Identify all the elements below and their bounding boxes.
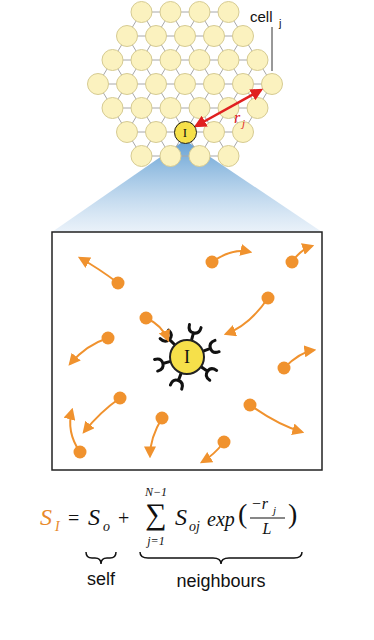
formula-operator: = [68, 508, 79, 528]
fraction-bar [250, 517, 285, 518]
lattice-cell [88, 74, 109, 95]
lattice-cell [131, 98, 152, 119]
ligand-path [80, 258, 118, 283]
formula-bracket: ) [288, 500, 297, 528]
lattice-cell [189, 146, 210, 167]
lattice-cell [131, 2, 152, 23]
ligand-path [84, 398, 120, 432]
lattice-cell [247, 50, 268, 71]
ligand-dot [112, 277, 125, 290]
lattice-cell [131, 50, 152, 71]
lattice-cell [146, 122, 167, 143]
formula-symbol: S [88, 505, 100, 529]
self-brace [86, 552, 116, 564]
lattice-cell [189, 2, 210, 23]
lattice-cell [117, 26, 138, 47]
neighbours-brace [140, 552, 302, 564]
lattice-cell [204, 74, 225, 95]
ligand-path [70, 338, 108, 364]
cell-subscript: j [279, 18, 281, 29]
lattice-cell [102, 98, 123, 119]
ligand-dot [140, 312, 153, 325]
lattice-cell [233, 74, 254, 95]
formula-symbol: −r [251, 496, 268, 512]
zoom-cone [52, 140, 322, 232]
lattice-cell [117, 74, 138, 95]
lattice-cell [131, 146, 152, 167]
lattice-cell [204, 26, 225, 47]
ligand-dot [156, 412, 169, 425]
formula-subscript: o [103, 520, 110, 534]
lattice-cell [189, 50, 210, 71]
distance-arrow [196, 90, 261, 126]
lattice-cell [218, 2, 239, 23]
lattice-cell [204, 122, 225, 143]
formula-operator: + [118, 508, 129, 528]
formula-bracket: ( [238, 500, 247, 528]
formula-subscript: I [55, 520, 60, 534]
ligand-dot [286, 256, 299, 269]
cell-circle: I [174, 121, 197, 144]
lattice-cell [262, 74, 283, 95]
formula-subscript: oj [189, 520, 200, 534]
lattice-cell [233, 26, 254, 47]
ligand-dot [278, 362, 291, 375]
lattice-cell [160, 98, 181, 119]
formula-symbol: S [175, 505, 187, 529]
sum-limit: N−1 [145, 486, 167, 498]
ligand-dot [74, 446, 87, 459]
lattice-cell [175, 26, 196, 47]
ligand-path [250, 405, 302, 432]
distance-label: r [234, 110, 240, 126]
lattice-cell [160, 146, 181, 167]
zoom-box [52, 232, 322, 470]
lattice-cell [102, 50, 123, 71]
lattice-cell [160, 2, 181, 23]
cell-lattice [88, 2, 283, 167]
ligand-dot [262, 292, 275, 305]
lattice-cell [117, 122, 138, 143]
brace-label: neighbours [176, 572, 265, 590]
lattice-cell [189, 98, 210, 119]
ligand-dot [218, 436, 231, 449]
sum-limit: j=1 [147, 535, 164, 547]
ligand-dot [206, 256, 219, 269]
cell-label: I [183, 126, 187, 139]
distance-subscript: j [242, 118, 245, 129]
ligand-dot [114, 392, 127, 405]
formula-subscript: j [273, 505, 276, 516]
formula-function: exp [207, 509, 235, 529]
ligand-dot [102, 332, 115, 345]
leader-line [272, 27, 273, 71]
cell-label: I [184, 348, 190, 366]
lattice-cell [146, 74, 167, 95]
cell-label: cell [250, 9, 273, 24]
lattice-cell [218, 50, 239, 71]
cell-circle: I [169, 339, 205, 375]
ligand-dot [244, 399, 257, 412]
lattice-cell [160, 50, 181, 71]
lattice-cell [247, 98, 268, 119]
lattice-cell [175, 122, 196, 143]
ligand-path [226, 298, 268, 334]
lattice-cell [146, 26, 167, 47]
brace-label: self [87, 570, 115, 588]
sum-sign: ∑ [145, 499, 166, 529]
formula-symbol: L [263, 521, 272, 537]
formula-symbol: S [40, 505, 52, 529]
lattice-cell [175, 74, 196, 95]
lattice-cell [218, 146, 239, 167]
signal-molecules [70, 246, 314, 462]
